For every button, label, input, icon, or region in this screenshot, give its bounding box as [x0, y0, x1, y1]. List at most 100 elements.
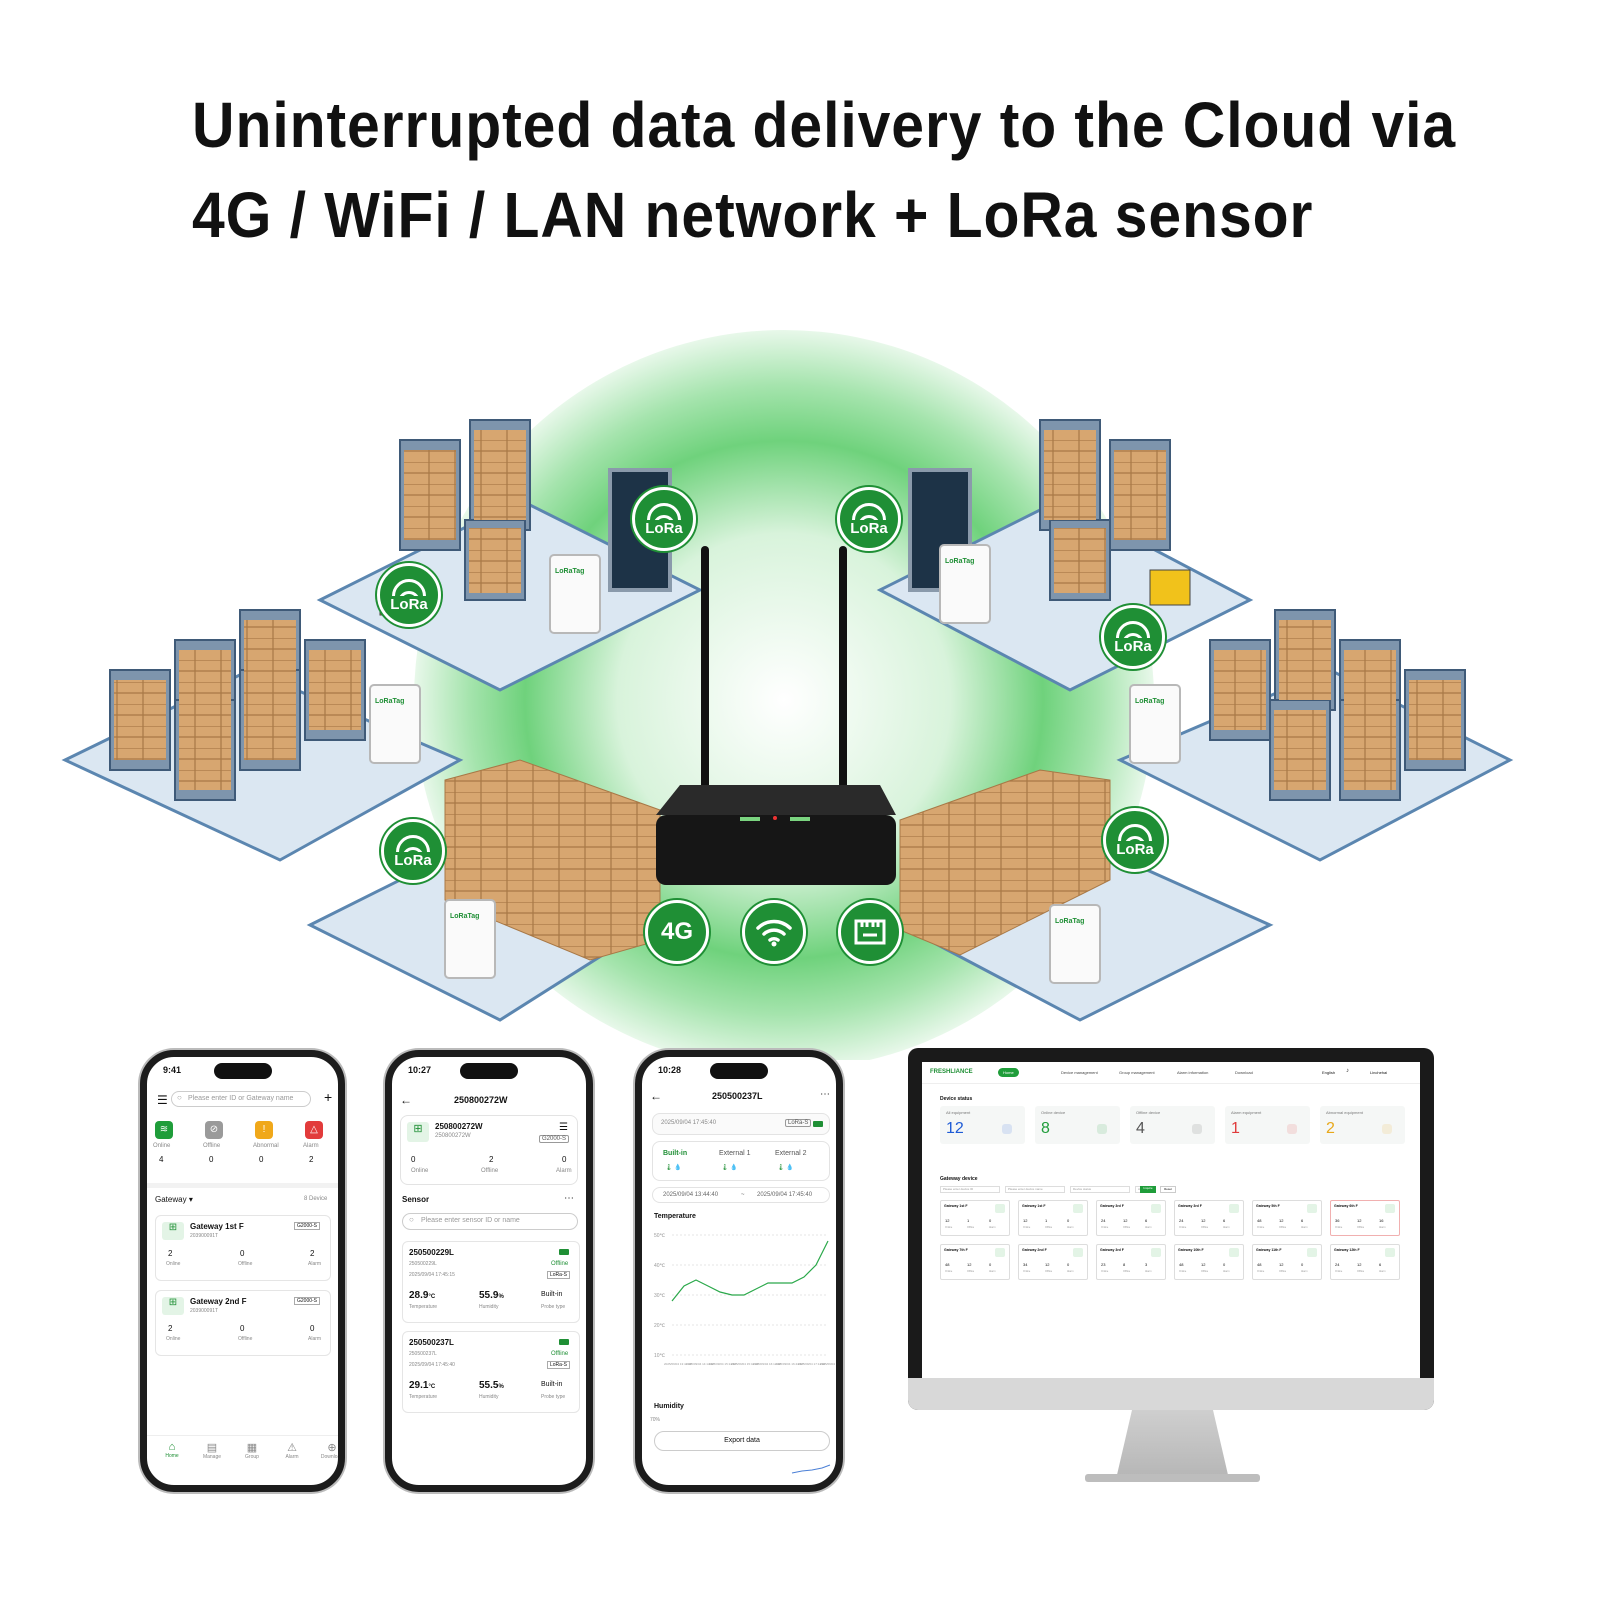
online-count: 2 — [168, 1324, 173, 1333]
more-icon[interactable]: ⋯ — [564, 1193, 574, 1204]
tile-count: 0 — [1067, 1218, 1070, 1223]
nav-label: Group — [245, 1454, 259, 1460]
logger-label-6: LoRaTag — [1055, 918, 1084, 925]
4g-badge-label: 4G — [660, 918, 693, 945]
menu-icon[interactable]: ☰ — [157, 1093, 168, 1107]
tile-name: Gateway 12th F — [1334, 1248, 1360, 1252]
stat-value: 12 — [946, 1120, 964, 1137]
temperature-unit: °C — [428, 1294, 436, 1300]
tile-count: 1 — [967, 1218, 970, 1223]
user-name[interactable]: Linchehai — [1370, 1070, 1388, 1075]
tile-label: Online — [1257, 1226, 1265, 1229]
probe-tab-1[interactable]: External 1 — [719, 1150, 751, 1157]
tile-label: Online — [1101, 1270, 1109, 1273]
gateway-device-title[interactable]: Gateway device — [940, 1176, 978, 1182]
temperature-value: 28.9°C — [409, 1290, 435, 1301]
reset-button[interactable]: Reset — [1160, 1186, 1176, 1193]
nav-item-manage[interactable]: ▤Manage — [195, 1441, 229, 1460]
nav-home[interactable]: Home — [998, 1068, 1019, 1077]
more-icon[interactable]: ⋯ — [820, 1089, 830, 1100]
tile-count: 12 — [1279, 1262, 1284, 1267]
model-tag: LoRa-S — [785, 1119, 812, 1127]
gateway-router — [656, 815, 896, 885]
export-data-button[interactable]: Export data — [654, 1431, 830, 1451]
stat-value: 4 — [1136, 1120, 1145, 1137]
date-range-picker[interactable]: 2025/09/04 13:44:40 ~ 2025/09/04 17:45:4… — [652, 1187, 830, 1203]
nav-item-home[interactable]: ⌂Home — [155, 1441, 189, 1459]
tile-label: Alarm — [1301, 1270, 1308, 1273]
gateway-summary-card[interactable]: ⊞ 250800272W 250800272W ☰ G2000-S 0 2 0 … — [400, 1115, 578, 1185]
humidity-label: Humidity — [479, 1394, 499, 1400]
tile-count: 0 — [1067, 1262, 1070, 1267]
stat-label: Offline device — [1136, 1110, 1161, 1115]
nav-item-alarm[interactable]: ⚠Alarm — [275, 1441, 309, 1460]
back-arrow-icon[interactable]: ← — [650, 1089, 662, 1103]
nav-download[interactable]: Download — [1235, 1070, 1253, 1075]
humidity-number: 55.5 — [479, 1380, 499, 1391]
nav-group-management[interactable]: Group management — [1119, 1070, 1155, 1075]
sensor-time: 2025/09/04 17:45:15 — [409, 1272, 455, 1278]
tile-count: 12 — [1357, 1262, 1362, 1267]
filter-field-0[interactable]: Please enter device ID — [940, 1186, 1000, 1193]
nav-item-download[interactable]: ⊕Download — [315, 1441, 338, 1460]
inquire-button[interactable]: Inquire — [1140, 1186, 1156, 1193]
gateway-search-input[interactable]: ○Please enter ID or Gateway name — [171, 1091, 311, 1107]
language-select[interactable]: English — [1322, 1070, 1336, 1075]
nav-device-management[interactable]: Device management — [1061, 1070, 1098, 1075]
y-tick-label: 40℃ — [654, 1263, 666, 1269]
back-arrow-icon[interactable]: ← — [400, 1093, 412, 1107]
lora-badge-label: LoRa — [1114, 638, 1152, 655]
x-tick-label: 2025/09/04 16:14:40 — [753, 1362, 781, 1366]
home-icon: ⌂ — [168, 1441, 176, 1453]
lora-badge-label: LoRa — [1116, 841, 1154, 858]
filter-field-2[interactable]: Device status — [1070, 1186, 1130, 1193]
range-separator: ~ — [741, 1192, 745, 1198]
stat-icon — [1192, 1124, 1202, 1134]
router-icon: ⊞ — [162, 1222, 184, 1240]
gateway-dropdown[interactable]: Gateway ▾ — [155, 1195, 193, 1204]
probe-tab-0[interactable]: Built-in — [663, 1150, 688, 1157]
tile-name: Gateway 2nd F — [1022, 1248, 1047, 1252]
warning-icon: ! — [255, 1121, 273, 1139]
add-button[interactable]: + — [324, 1089, 333, 1105]
menu-icon[interactable]: ☰ — [559, 1122, 568, 1133]
logger-label-3: LoRaTag — [375, 698, 404, 705]
sensor-name: 250500229L — [409, 1248, 454, 1257]
tile-count: 48 — [1257, 1262, 1262, 1267]
device-stat-card[interactable]: Offline device 4 — [1130, 1106, 1215, 1144]
probe-tab-2[interactable]: External 2 — [775, 1150, 807, 1157]
humidity-unit: % — [498, 1294, 504, 1300]
sensor-search-input[interactable]: ○Please enter sensor ID or name — [402, 1213, 578, 1230]
offline-label: Offline — [481, 1168, 499, 1174]
tile-label: Online — [945, 1270, 953, 1273]
filter-field-1[interactable]: Please enter device name — [1005, 1186, 1065, 1193]
tile-label: Offline — [1357, 1226, 1365, 1229]
sensor-info-card: 2025/09/04 17:45:40 LoRa-S — [652, 1113, 830, 1135]
bell-icon[interactable]: ♪ — [1346, 1068, 1349, 1074]
nav-item-group[interactable]: ▦Group — [235, 1441, 269, 1460]
nav-alarm-information[interactable]: Alarm information — [1177, 1070, 1209, 1075]
router-icon — [1385, 1248, 1395, 1257]
